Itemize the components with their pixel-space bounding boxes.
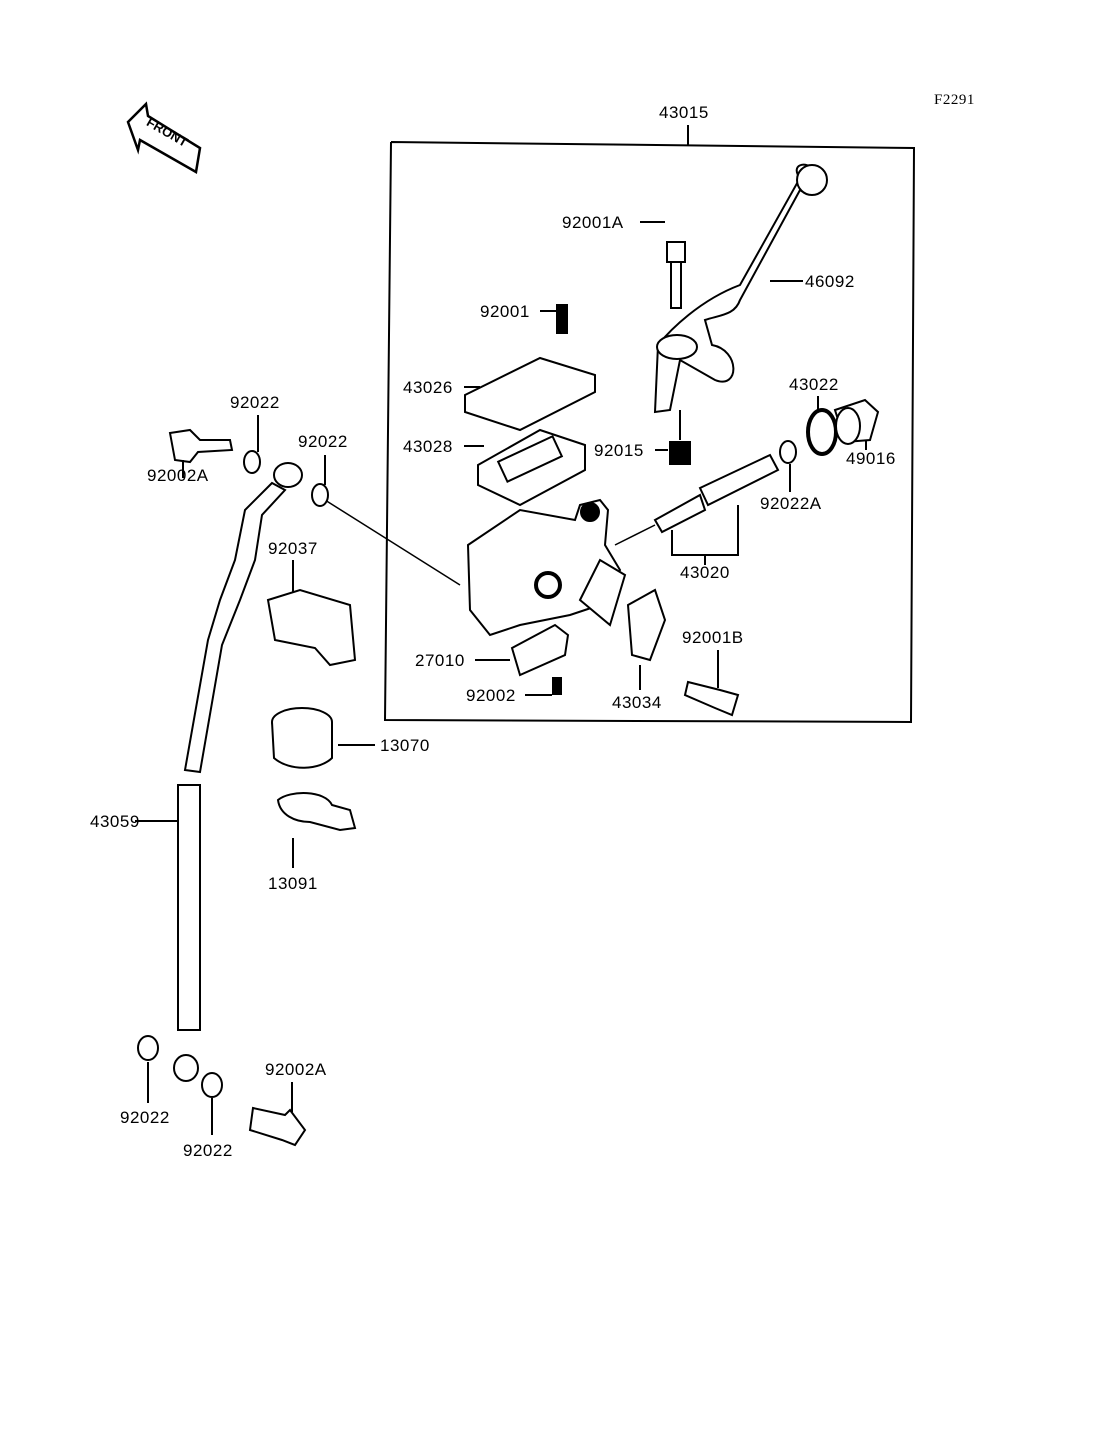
part-label: 43020: [680, 563, 730, 582]
part-label: 92037: [268, 539, 318, 558]
part-label: 92022: [298, 432, 348, 451]
part-label: 92001: [480, 302, 530, 321]
front-arrow-icon: FRONT: [126, 101, 202, 174]
part-label: 92002A: [147, 466, 209, 485]
brake-hose: [183, 481, 287, 774]
part-label: 43022: [789, 375, 839, 394]
part-label: 49016: [846, 449, 896, 468]
part-label: 27010: [415, 651, 465, 670]
part-label: 43059: [90, 812, 140, 831]
part-label: 92015: [594, 441, 644, 460]
part-label: 46092: [805, 272, 855, 291]
part-label: 13091: [268, 874, 318, 893]
part-label: 92022: [120, 1108, 170, 1127]
assembly-label: 43015: [659, 103, 709, 122]
part-label: 92022: [230, 393, 280, 412]
diagram-code: F2291: [934, 92, 975, 108]
part-label: 13070: [380, 736, 430, 755]
part-label: 43028: [403, 437, 453, 456]
part-label: 92022A: [760, 494, 822, 513]
part-label: 92001A: [562, 213, 624, 232]
part-label: 43034: [612, 693, 662, 712]
part-label: 92002A: [265, 1060, 327, 1079]
part-label: 92002: [466, 686, 516, 705]
assembly-box: [383, 141, 916, 724]
part-label: 92001B: [682, 628, 744, 647]
part-label: 43026: [403, 378, 453, 397]
part-label: 92022: [183, 1141, 233, 1160]
